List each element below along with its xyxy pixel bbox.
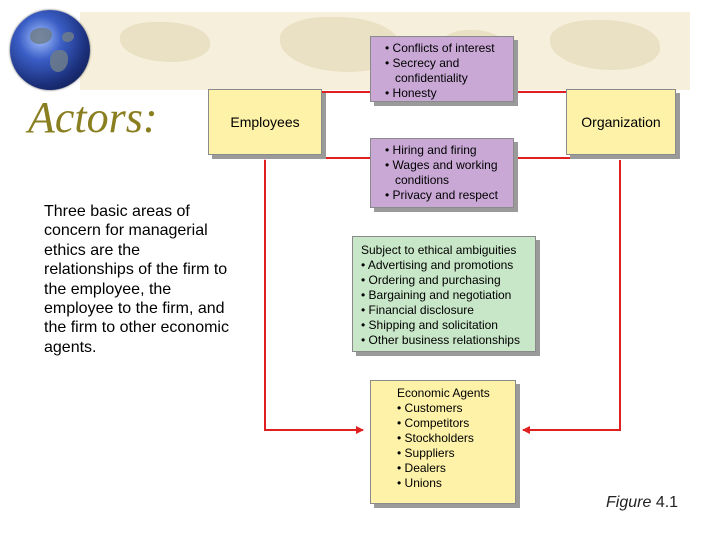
description-text: Three basic areas of concern for manager… xyxy=(44,203,229,356)
employees-box: Employees xyxy=(208,89,322,155)
list-item: Secrecy and confidentiality xyxy=(385,56,507,86)
firm-to-employee-box: Hiring and firing Wages and working cond… xyxy=(370,138,514,208)
list-item: Hiring and firing xyxy=(385,143,507,158)
organization-box: Organization xyxy=(566,89,676,155)
arrow-organization-to-agents xyxy=(522,160,621,434)
list-item: Stockholders xyxy=(397,431,509,446)
figure-word: Figure xyxy=(606,494,652,511)
organization-label: Organization xyxy=(581,113,661,130)
employees-label: Employees xyxy=(230,113,300,130)
globe-icon xyxy=(10,10,90,90)
page-title: Actors: xyxy=(28,93,158,142)
list-item: Suppliers xyxy=(397,446,509,461)
arrow-employees-to-agents xyxy=(264,160,364,434)
list-item: Other business relationships xyxy=(361,333,529,348)
list-item: Wages and working conditions xyxy=(385,158,507,188)
list-item: Unions xyxy=(397,476,509,491)
list-item: Ordering and purchasing xyxy=(361,273,529,288)
list-item: Financial disclosure xyxy=(361,303,529,318)
ambiguities-heading: Subject to ethical ambiguities xyxy=(361,243,517,257)
list-item: Advertising and promotions xyxy=(361,258,529,273)
list-item: Conflicts of interest xyxy=(385,41,507,56)
list-item: Privacy and respect xyxy=(385,188,507,203)
list-item: Honesty xyxy=(385,86,507,101)
economic-agents-heading: Economic Agents xyxy=(397,386,490,400)
employee-to-firm-box: Conflicts of interest Secrecy and confid… xyxy=(370,36,514,102)
figure-caption: Figure 4.1 xyxy=(606,494,678,512)
list-item: Dealers xyxy=(397,461,509,476)
list-item: Customers xyxy=(397,401,509,416)
economic-agents-box: Economic Agents Customers Competitors St… xyxy=(370,380,516,504)
list-item: Competitors xyxy=(397,416,509,431)
figure-number: 4.1 xyxy=(655,494,679,511)
ethical-ambiguities-box: Subject to ethical ambiguities Advertisi… xyxy=(352,236,536,352)
list-item: Bargaining and negotiation xyxy=(361,288,529,303)
list-item: Shipping and solicitation xyxy=(361,318,529,333)
